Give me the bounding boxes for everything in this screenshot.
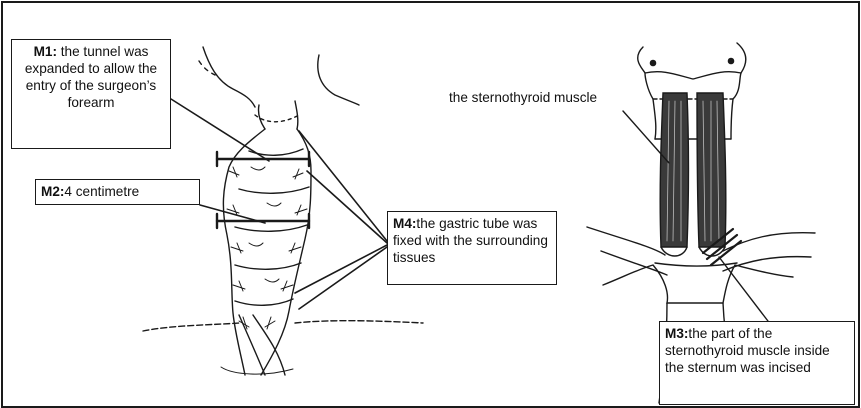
neck-outline xyxy=(199,47,359,107)
callout-m1: M1: the tunnel was expanded to allow the… xyxy=(11,39,171,149)
callout-m3-tag: M3: xyxy=(665,326,688,341)
callout-m3-text: the part of the sternothyroid muscle ins… xyxy=(665,326,830,375)
callout-m4-tag: M4: xyxy=(393,216,416,231)
callout-m1-tag: M1: xyxy=(34,44,57,59)
sternothyroid-muscles xyxy=(660,93,726,256)
callout-m3: M3:the part of the sternothyroid muscle … xyxy=(659,321,855,405)
callout-m2: M2:4 centimetre xyxy=(35,179,200,205)
callout-m4-text: the gastric tube was fixed with the surr… xyxy=(393,216,548,265)
callout-m4: M4:the gastric tube was fixed with the s… xyxy=(387,211,557,285)
callout-m2-tag: M2: xyxy=(41,184,64,199)
thyroid-cartilage xyxy=(638,43,746,139)
callout-m2-text: 4 centimetre xyxy=(64,184,139,199)
sternothyroid-muscle-label: the sternothyroid muscle xyxy=(449,90,597,105)
